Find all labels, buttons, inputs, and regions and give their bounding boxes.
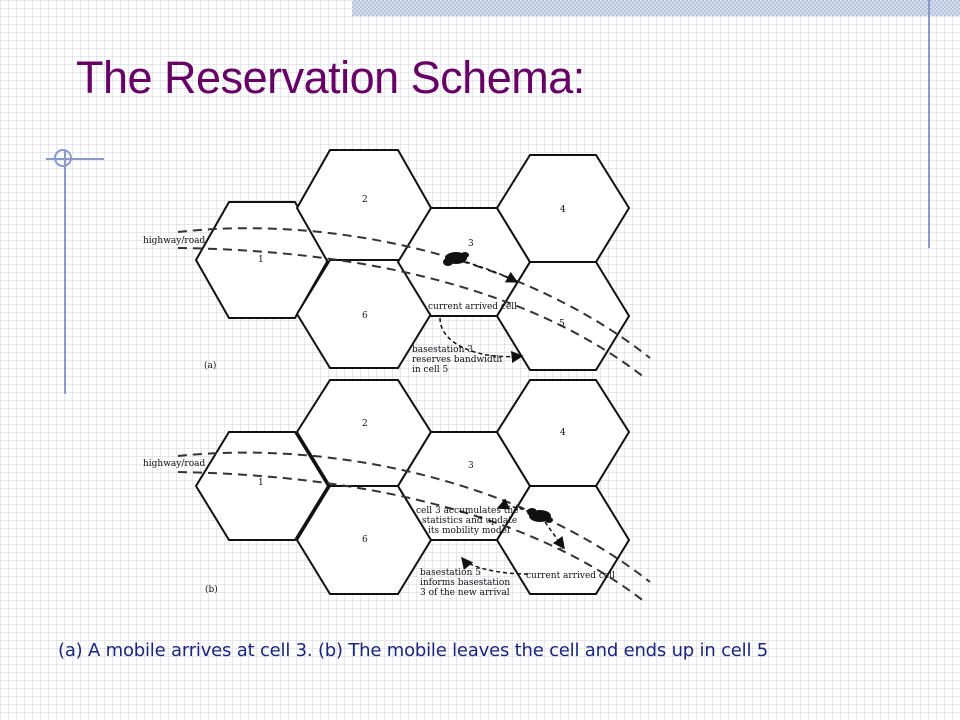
mobile-vehicle [443, 252, 469, 266]
cell-label-5: 5 [559, 542, 565, 552]
road-label: highway/road [143, 459, 206, 469]
cell-label-3: 3 [468, 239, 474, 249]
mobile-movement-arrow [544, 521, 565, 550]
left-accent-circle [54, 149, 72, 167]
cell-label-4: 4 [560, 205, 566, 215]
annotation-basestation-line-1: basestation 5 [420, 568, 481, 578]
road-edge-bottom [177, 247, 646, 379]
statistics-update-arrow [496, 498, 531, 513]
reservation-arrow [439, 317, 524, 363]
mobile-vehicle [527, 508, 553, 523]
annotation-basestation-line-2: informs basestation [420, 578, 510, 588]
cell-label-6: 6 [362, 535, 368, 545]
left-accent-rule [64, 150, 66, 394]
figure-caption: (a) A mobile arrives at cell 3. (b) The … [58, 640, 769, 661]
annotation-basestation-line-1: basestation 3 [412, 345, 473, 355]
left-accent-crossbar [46, 158, 104, 160]
slide-title: The Reservation Schema: [76, 52, 585, 103]
road-edge-bottom [177, 471, 646, 603]
hex-cell-5 [495, 261, 631, 371]
road-edge-top [177, 227, 651, 359]
cell-label-5: 5 [559, 319, 565, 329]
annotation-cell3-line-3: its mobility model [428, 526, 510, 536]
panel-label-a: (a) [204, 360, 216, 371]
panel-label-b: (b) [205, 584, 218, 595]
mobile-movement-arrow [465, 261, 519, 283]
annotation-cell3-line-2: statistics and update [422, 516, 517, 526]
cell-label-2: 2 [362, 195, 368, 205]
cell-label-4: 4 [560, 428, 566, 438]
panel-a: highway/road 1 2 3 4 5 6 current arrived… [143, 149, 651, 379]
cell-label-1: 1 [258, 255, 264, 265]
road-edge-top [177, 451, 651, 583]
hex-cell-1 [194, 431, 330, 541]
annotation-basestation-line-3: 3 of the new arrival [420, 588, 510, 598]
notify-arrow [461, 556, 529, 575]
top-decorative-band [352, 0, 960, 16]
panel-b: highway/road 1 2 3 4 5 6 cell 3 accumula… [143, 379, 651, 603]
cell-label-2: 2 [362, 419, 368, 429]
right-accent-rule [928, 0, 930, 248]
cell-label-6: 6 [362, 311, 368, 321]
road-label: highway/road [143, 236, 206, 246]
annotation-basestation-line-3: in cell 5 [412, 365, 449, 375]
annotation-basestation-line-2: reserves bandwidth [412, 355, 502, 365]
cell-label-1: 1 [258, 478, 264, 488]
cell-label-3: 3 [468, 461, 474, 471]
annotation-cell3-line-1: cell 3 accumulates the [416, 506, 519, 516]
annotation-current-cell: current arrived cell [428, 302, 517, 312]
annotation-current-cell: current arrived cell [526, 571, 615, 581]
